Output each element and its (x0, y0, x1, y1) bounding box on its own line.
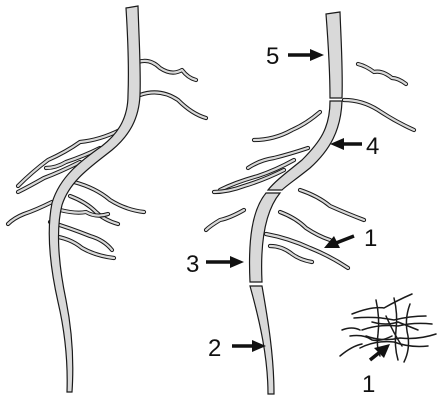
label-4: 4 (366, 133, 379, 160)
right-main-root-middle (268, 101, 342, 190)
labels: 5 4 1 3 2 1 (186, 43, 379, 398)
arrow-5 (288, 49, 324, 61)
right-main-root-tip (250, 286, 274, 394)
left-lateral-roots (8, 61, 206, 258)
arrow-1b (370, 344, 390, 360)
left-root (8, 6, 206, 392)
right-root (206, 12, 414, 394)
root-hair-cluster (340, 294, 436, 362)
arrows (206, 49, 390, 360)
label-2: 2 (208, 335, 221, 362)
label-1b: 1 (362, 371, 375, 398)
label-3: 3 (186, 251, 199, 278)
left-main-root (49, 6, 140, 392)
arrow-4 (330, 138, 362, 150)
label-5: 5 (266, 43, 279, 70)
arrow-3 (206, 256, 244, 268)
right-main-root-upper (326, 12, 342, 98)
arrow-2 (232, 340, 266, 352)
label-1a: 1 (364, 225, 377, 252)
